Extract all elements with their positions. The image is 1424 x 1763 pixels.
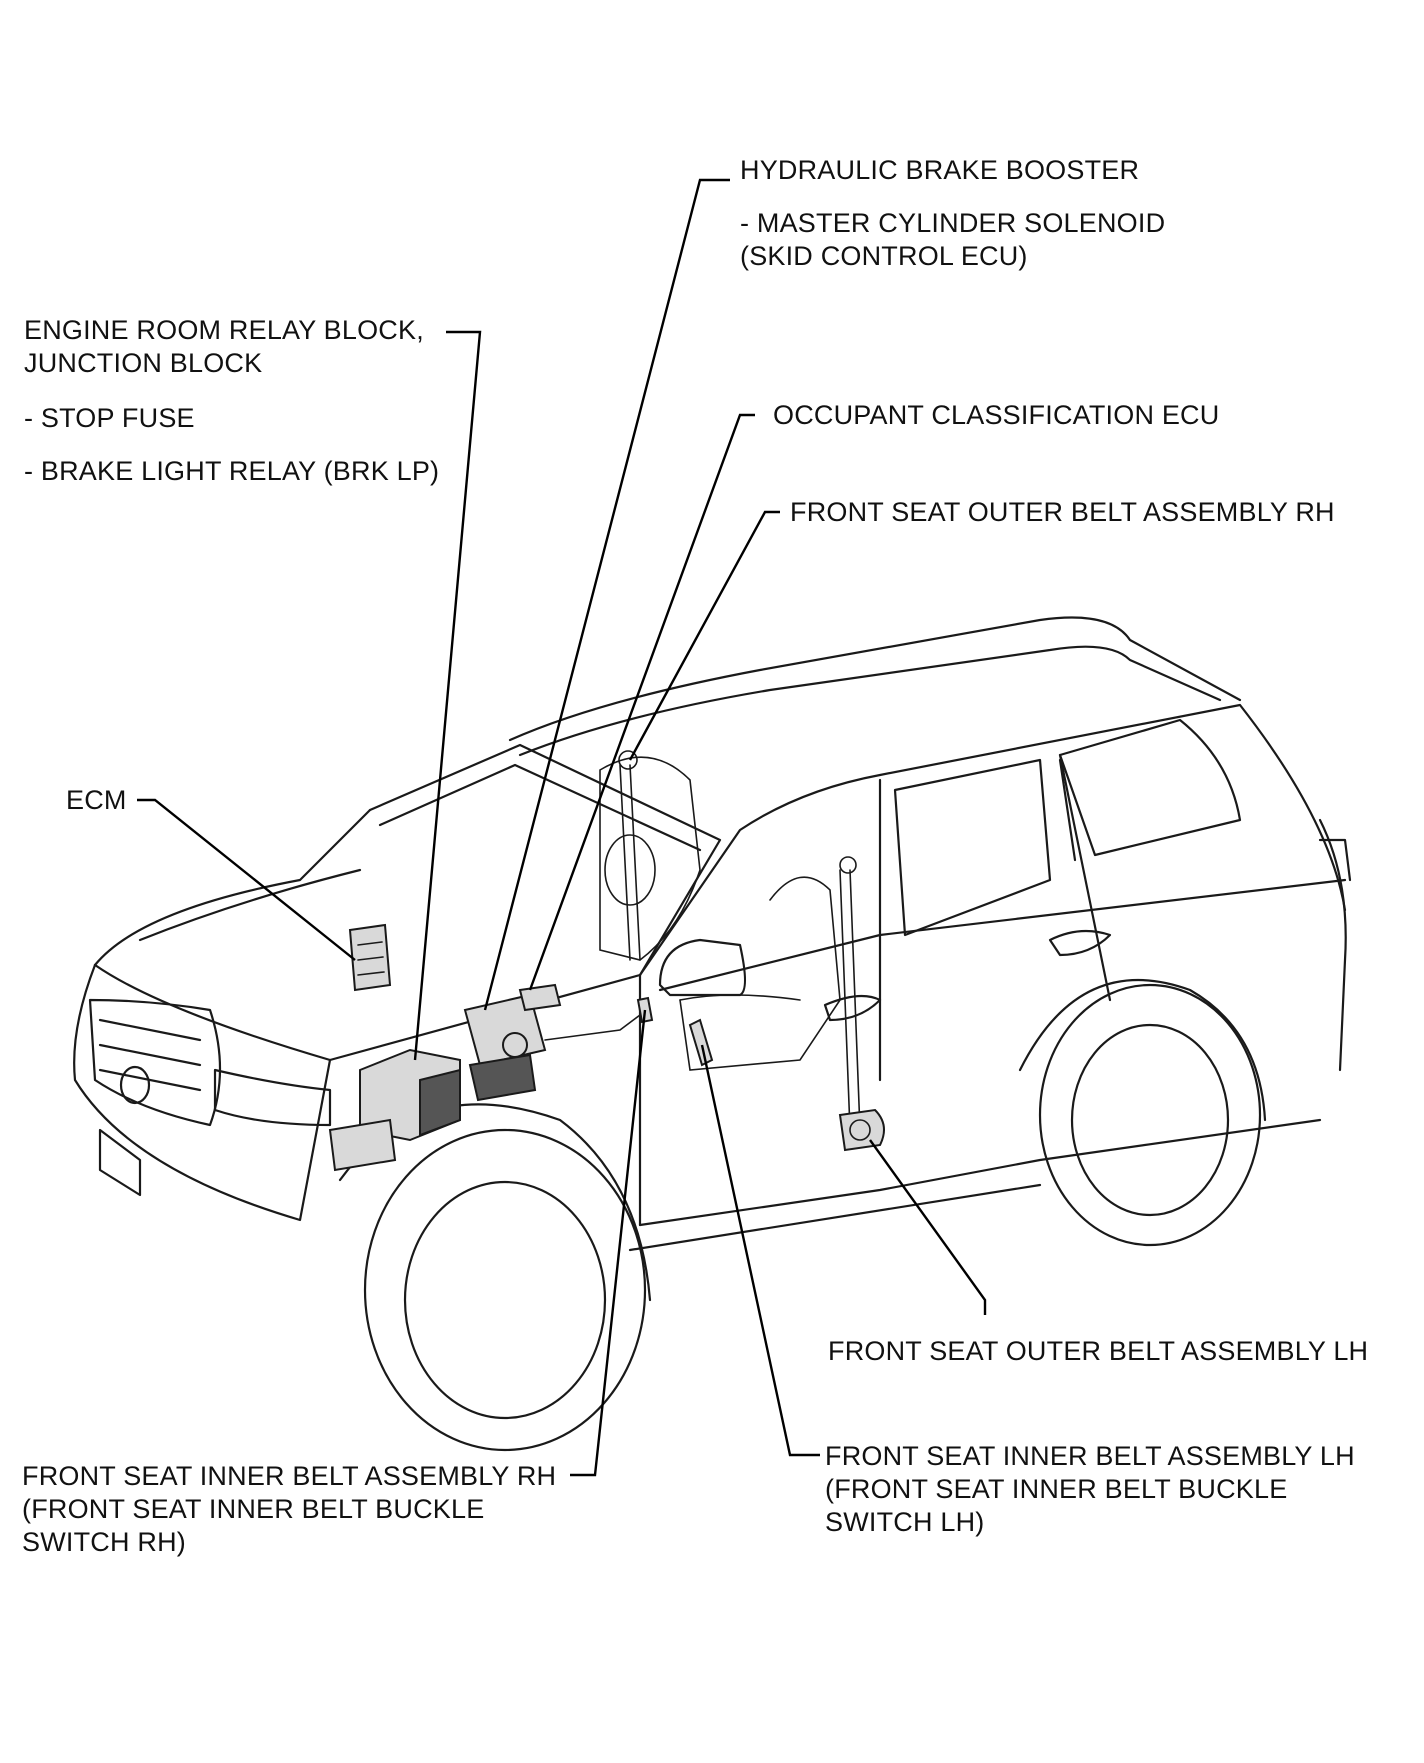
- leader-inner-belt-lh: [700, 1044, 820, 1457]
- label-inner-belt-lh-line2: (FRONT SEAT INNER BELT BUCKLE: [825, 1474, 1288, 1504]
- ecm-unit: [348, 923, 392, 992]
- leader-ecm: [137, 798, 356, 961]
- label-outer-belt-lh: FRONT SEAT OUTER BELT ASSEMBLY LH: [828, 1336, 1369, 1366]
- inner-belt-lh-buckle: [688, 1018, 714, 1067]
- label-engine-room-relay-block: ENGINE ROOM RELAY BLOCK, JUNCTION BLOCK …: [24, 314, 439, 488]
- leader-outer-belt-rh: [628, 510, 780, 761]
- occupant-classification-ecu-unit: [518, 983, 562, 1012]
- vehicle-illustration: [73, 616, 1352, 1452]
- label-occupant-classification-ecu: OCCUPANT CLASSIFICATION ECU: [773, 400, 1220, 430]
- label-hydraulic-booster-title: HYDRAULIC BRAKE BOOSTER: [740, 155, 1140, 185]
- label-inner-belt-rh-line2: (FRONT SEAT INNER BELT BUCKLE: [22, 1494, 485, 1524]
- label-stop-fuse: - STOP FUSE: [24, 403, 195, 433]
- label-inner-belt-rh-line3: SWITCH RH): [22, 1527, 186, 1557]
- leader-hydraulic-booster: [483, 178, 730, 1011]
- leader-engine-room: [413, 330, 482, 1061]
- label-inner-belt-lh-line1: FRONT SEAT INNER BELT ASSEMBLY LH: [825, 1441, 1355, 1471]
- label-engine-room-line2: JUNCTION BLOCK: [24, 348, 263, 378]
- engine-room-relay-block: [328, 1048, 461, 1172]
- label-skid-control-ecu: (SKID CONTROL ECU): [740, 241, 1028, 271]
- label-master-cylinder-solenoid: - MASTER CYLINDER SOLENOID: [740, 208, 1166, 238]
- label-inner-belt-lh-line3: SWITCH LH): [825, 1507, 985, 1537]
- label-hydraulic-brake-booster: HYDRAULIC BRAKE BOOSTER - MASTER CYLINDE…: [740, 154, 1165, 273]
- label-ecm: ECM: [66, 785, 127, 815]
- label-inner-belt-lh: FRONT SEAT INNER BELT ASSEMBLY LH (FRONT…: [825, 1440, 1355, 1539]
- label-brake-light-relay: - BRAKE LIGHT RELAY (BRK LP): [24, 456, 440, 486]
- label-outer-belt-rh: FRONT SEAT OUTER BELT ASSEMBLY RH: [790, 497, 1335, 527]
- label-inner-belt-rh-line1: FRONT SEAT INNER BELT ASSEMBLY RH: [22, 1461, 557, 1491]
- label-inner-belt-rh: FRONT SEAT INNER BELT ASSEMBLY RH (FRONT…: [22, 1460, 556, 1559]
- leader-outer-belt-lh: [869, 1139, 987, 1315]
- label-engine-room-line1: ENGINE ROOM RELAY BLOCK,: [24, 315, 424, 345]
- leader-occupant-ecu: [528, 413, 755, 991]
- hydraulic-brake-booster-unit: [463, 993, 641, 1102]
- leader-inner-belt-rh: [570, 1009, 647, 1477]
- leader-lines: [137, 178, 987, 1477]
- outer-belt-lh-retractor: [838, 1108, 885, 1152]
